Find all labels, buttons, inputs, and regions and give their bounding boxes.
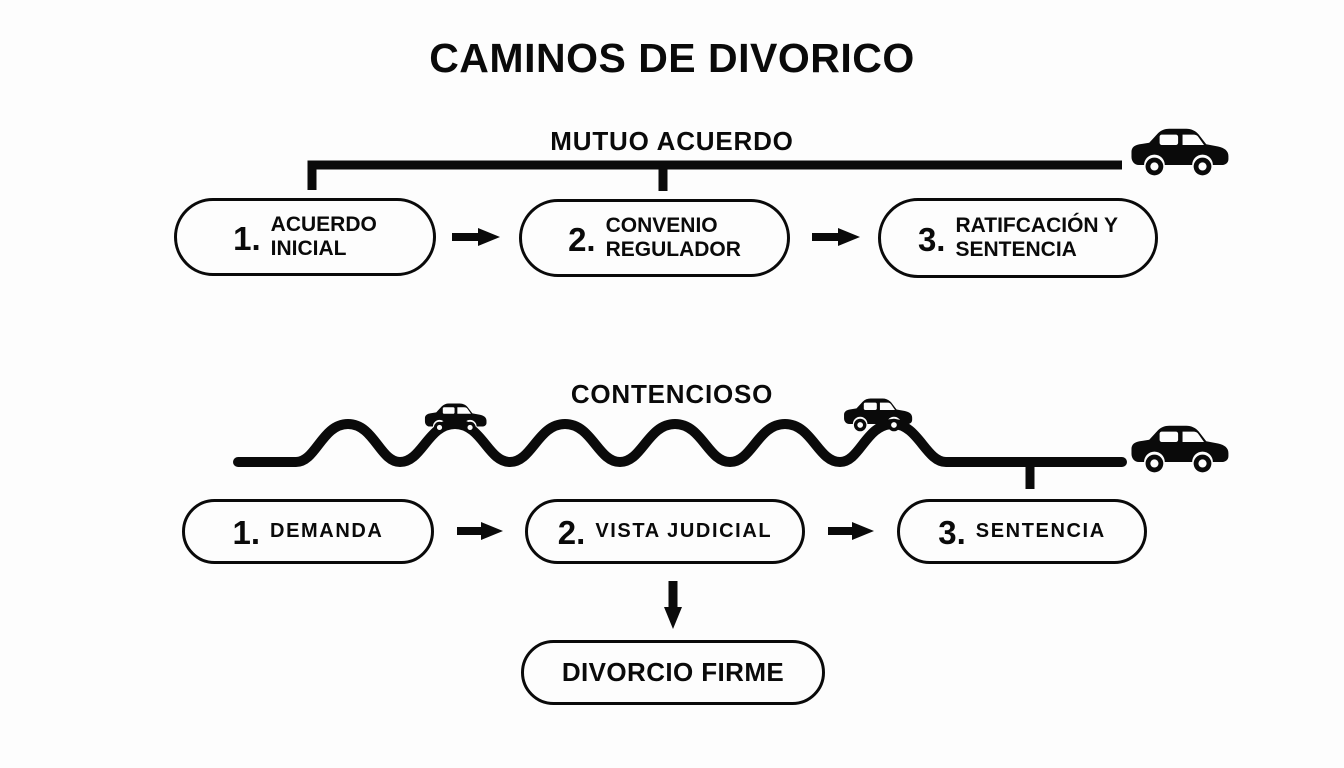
- step-label: RATIFCACIÓN Y SENTENCIA: [955, 214, 1119, 261]
- step-label: VISTA JUDICIAL: [595, 520, 773, 543]
- arrow-down-icon: [664, 581, 682, 629]
- step-pill-vista-judicial[interactable]: 2. VISTA JUDICIAL: [525, 499, 805, 564]
- page-title: CAMINOS DE DIVORICO: [429, 35, 915, 81]
- straight-road-line: [307, 160, 1122, 190]
- step-pill-acuerdo-inicial[interactable]: 1. ACUERDO INICIAL: [174, 198, 436, 276]
- step-number: 1.: [232, 514, 261, 551]
- car-icon: [844, 398, 913, 432]
- mutuo-acuerdo-road-group: [307, 128, 1229, 191]
- step-number: 2.: [568, 220, 596, 258]
- outcome-label: DIVORCIO FIRME: [561, 656, 785, 687]
- step-number: 2.: [557, 514, 586, 551]
- car-icon: [424, 403, 487, 434]
- step-number: 1.: [233, 219, 261, 257]
- car-icon: [1131, 128, 1229, 176]
- step-label: CONVENIO REGULADOR: [605, 214, 741, 261]
- step-label: SENTENCIA: [975, 520, 1106, 543]
- arrow-right-icon: [457, 522, 503, 540]
- step-pill-sentencia[interactable]: 3. SENTENCIA: [897, 499, 1147, 564]
- contencioso-road-group: [233, 398, 1229, 489]
- car-icon: [1131, 425, 1229, 473]
- section-label-contencioso: CONTENCIOSO: [570, 379, 774, 409]
- arrow-right-icon: [812, 228, 860, 246]
- step-number: 3.: [917, 220, 946, 258]
- step-label: ACUERDO INICIAL: [270, 213, 377, 260]
- section-label-mutuo-acuerdo: MUTUO ACUERDO: [550, 126, 794, 156]
- step-number: 3.: [938, 514, 966, 551]
- step-pill-ratificacion-sentencia[interactable]: 3. RATIFCACIÓN Y SENTENCIA: [878, 198, 1158, 278]
- step-label: DEMANDA: [270, 520, 384, 543]
- step-pill-convenio-regulador[interactable]: 2. CONVENIO REGULADOR: [519, 199, 790, 277]
- arrow-right-icon: [828, 522, 874, 540]
- arrow-right-icon: [452, 228, 500, 246]
- outcome-pill-divorcio-firme[interactable]: DIVORCIO FIRME: [521, 640, 825, 705]
- step-pill-demanda[interactable]: 1. DEMANDA: [182, 499, 434, 564]
- wavy-road-line: [233, 419, 1127, 467]
